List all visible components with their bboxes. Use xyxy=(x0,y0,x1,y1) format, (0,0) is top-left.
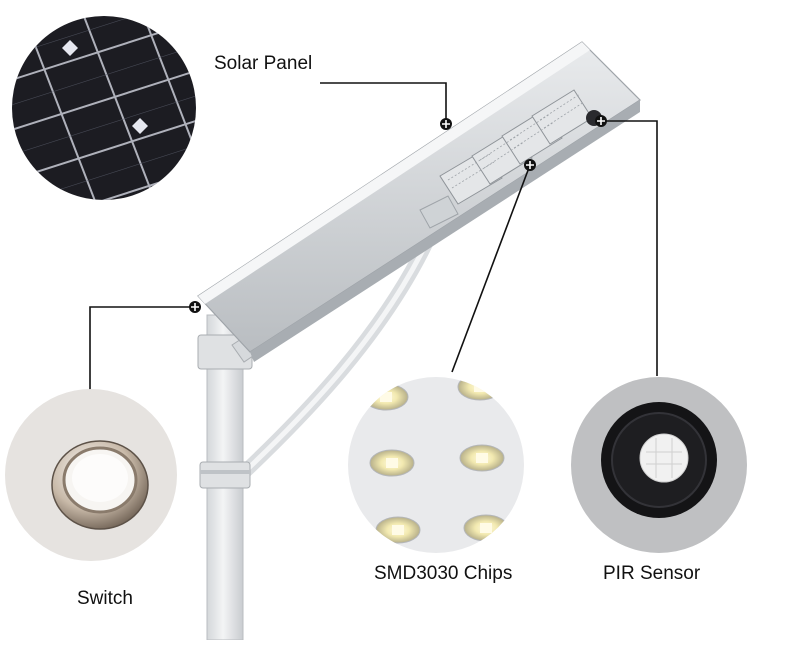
switch-detail xyxy=(5,389,177,561)
solar-panel-detail xyxy=(12,16,196,200)
plus-marker-switch xyxy=(189,301,201,313)
pir-sensor-detail xyxy=(571,377,747,553)
lamp-housing xyxy=(197,41,641,353)
label-solar-panel: Solar Panel xyxy=(214,53,313,74)
arm-mount xyxy=(419,195,459,229)
leader-lines xyxy=(89,82,658,390)
plus-marker-chips xyxy=(524,159,536,171)
callout-markers xyxy=(189,115,607,313)
smd-chips-detail xyxy=(348,377,524,553)
label-pir-sensor: PIR Sensor xyxy=(603,563,701,584)
plus-marker-solar xyxy=(440,118,452,130)
label-switch: Switch xyxy=(77,588,133,609)
lower-clamp xyxy=(199,461,251,489)
plus-marker-pir xyxy=(595,115,607,127)
label-smd-chips: SMD3030 Chips xyxy=(374,563,513,584)
